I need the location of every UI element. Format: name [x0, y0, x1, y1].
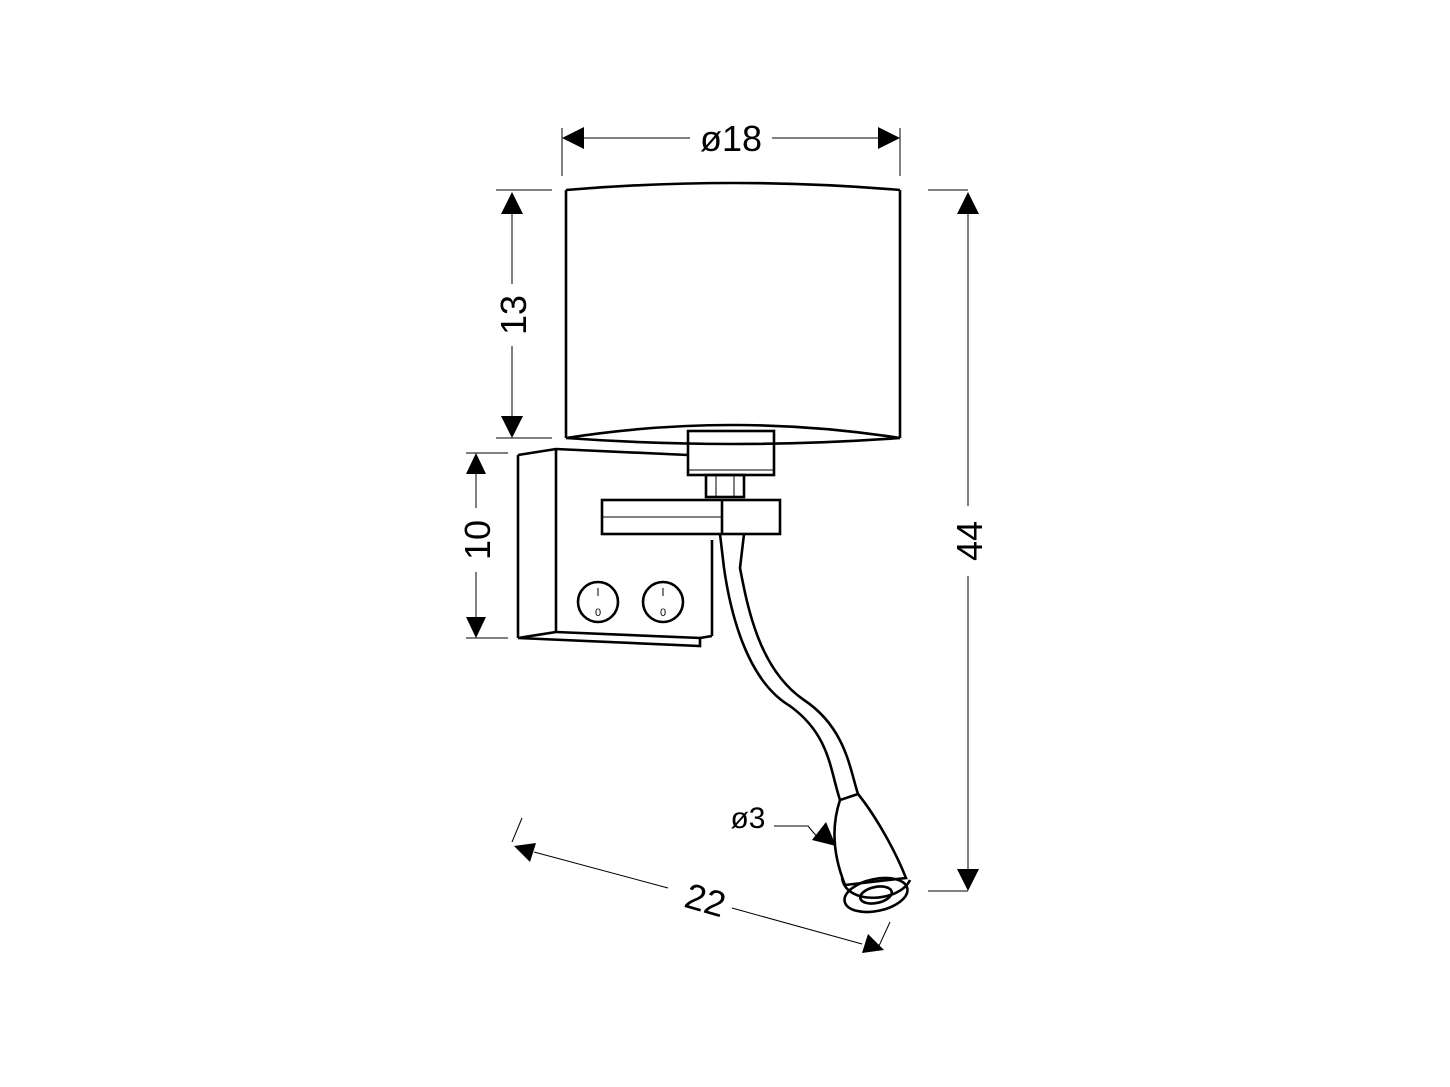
arrow-right — [862, 934, 884, 953]
dimension-shade-diameter: ø18 — [561, 118, 901, 176]
reading-light-head — [833, 792, 912, 914]
flexible-gooseneck — [718, 533, 860, 801]
lamp-shade — [564, 181, 902, 446]
dimension-head-diameter: ø3 — [730, 802, 836, 846]
arrow-down — [957, 869, 979, 891]
arrow-down — [466, 617, 486, 638]
dimension-base-height: 10 — [457, 452, 508, 639]
arrow-left — [562, 127, 584, 149]
switch-left: 0 — [576, 580, 620, 624]
arrow-up — [501, 192, 523, 214]
base-height-label: 10 — [457, 520, 498, 560]
arrow-up — [957, 192, 979, 214]
shade-socket — [686, 429, 776, 499]
arrow-up — [466, 453, 486, 474]
dimension-shade-height: 13 — [493, 189, 552, 439]
switch-right: 0 — [641, 580, 685, 624]
arrow-down — [501, 416, 523, 438]
projection-label: 22 — [681, 875, 731, 925]
shade-height-label: 13 — [493, 295, 534, 335]
support-arm — [600, 498, 782, 536]
shade-diameter-label: ø18 — [700, 118, 762, 159]
total-height-label: 44 — [949, 521, 990, 561]
head-diameter-label: ø3 — [730, 802, 765, 835]
arrow-right — [878, 127, 900, 149]
wall-base-plate — [516, 447, 714, 648]
switch-right-off-mark: 0 — [660, 607, 666, 619]
arrow-pointer — [812, 822, 836, 846]
arrow-left — [514, 843, 536, 862]
switch-left-off-mark: 0 — [595, 607, 601, 619]
dimension-total-height: 44 — [928, 189, 990, 892]
